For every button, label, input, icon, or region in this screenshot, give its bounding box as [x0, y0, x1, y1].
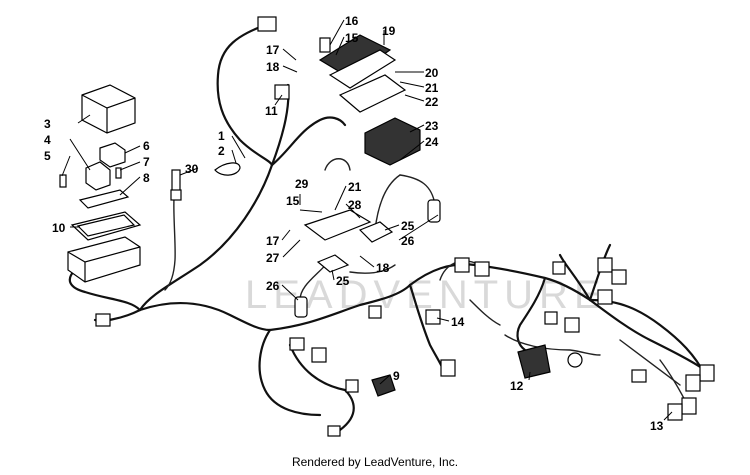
callout-26-low: 26 — [266, 279, 280, 293]
callout-17-top: 17 — [266, 43, 280, 57]
callout-1: 1 — [218, 129, 225, 143]
callout-15-mid: 15 — [286, 194, 300, 208]
callout-8: 8 — [143, 171, 150, 185]
callout-11: 11 — [265, 104, 278, 118]
callout-24: 24 — [425, 135, 439, 149]
callout-numbers: 1 2 3 4 5 6 7 8 10 9 11 12 13 14 16 15 1… — [44, 14, 664, 433]
callout-25-low: 25 — [336, 274, 350, 288]
fuse — [59, 174, 67, 188]
relay-socket — [517, 344, 551, 379]
connector-top — [257, 16, 277, 32]
callout-7: 7 — [143, 155, 150, 169]
relay-small — [99, 142, 126, 168]
callout-30: 30 — [185, 162, 199, 176]
sensor-connector — [319, 37, 331, 53]
terminal-boot-26b — [294, 296, 308, 318]
starter-relay-lower — [316, 254, 350, 273]
fuse-box — [67, 236, 141, 283]
connector-right-3 — [611, 269, 627, 285]
callout-5: 5 — [44, 149, 51, 163]
callout-21-top: 21 — [425, 81, 439, 95]
callout-18-mid: 18 — [376, 261, 390, 275]
connector-mid-5 — [289, 337, 305, 351]
connector-mid-7 — [345, 379, 359, 393]
callout-6: 6 — [143, 139, 150, 153]
connector-right-7 — [631, 369, 647, 383]
connector-right-6 — [544, 311, 558, 325]
connector-mid-6 — [440, 359, 456, 377]
callout-14: 14 — [451, 315, 465, 329]
connector-right-5 — [564, 317, 580, 333]
connector-right-2 — [597, 257, 613, 273]
voltage-regulator — [364, 117, 421, 166]
connector-right-4 — [597, 289, 613, 305]
connector-13b — [685, 374, 701, 392]
fuse-small — [115, 167, 122, 179]
callout-2: 2 — [218, 144, 225, 158]
callout-21-mid: 21 — [348, 180, 362, 194]
callout-25-mid: 25 — [401, 219, 415, 233]
callout-18-top: 18 — [266, 60, 280, 74]
connector-9 — [371, 374, 396, 397]
terminal-boot-26a — [427, 199, 441, 223]
connector-mid-1 — [454, 257, 470, 273]
ecu-module — [318, 34, 407, 113]
connector-mid-4 — [311, 347, 327, 363]
connector-mid-3 — [368, 305, 382, 319]
callout-22: 22 — [425, 95, 439, 109]
wire-clamp — [324, 158, 351, 171]
mount-bracket — [303, 209, 372, 241]
callout-4: 4 — [44, 133, 51, 147]
render-credit: Rendered by LeadVenture, Inc. — [291, 455, 459, 469]
callout-3: 3 — [44, 117, 51, 131]
callout-9: 9 — [393, 369, 400, 383]
callout-12: 12 — [510, 379, 524, 393]
callout-17-mid: 17 — [266, 234, 280, 248]
connector-mid-2 — [474, 261, 490, 277]
connector-13a — [699, 364, 715, 382]
callout-10: 10 — [52, 221, 66, 235]
callout-28: 28 — [348, 198, 362, 212]
relay-main — [85, 161, 111, 191]
connector-13c — [681, 397, 697, 415]
fuse-label — [78, 189, 130, 209]
connector-14 — [425, 309, 441, 325]
callout-19: 19 — [382, 24, 396, 38]
connector-13d — [667, 403, 683, 421]
starter-relay — [358, 221, 394, 243]
fuse-holder — [567, 352, 583, 368]
callout-27: 27 — [266, 251, 280, 265]
callout-20: 20 — [425, 66, 439, 80]
callout-16: 16 — [345, 14, 359, 28]
ground-eyelet — [327, 425, 341, 437]
callout-13: 13 — [650, 419, 664, 433]
o2-sensor — [170, 169, 182, 201]
callout-26-mid: 26 — [401, 234, 415, 248]
callout-15-top: 15 — [345, 31, 359, 45]
callout-29: 29 — [295, 177, 309, 191]
connector-11 — [274, 84, 290, 100]
ground-terminal — [214, 162, 241, 176]
connector-left — [95, 313, 111, 327]
connector-right-1 — [552, 261, 566, 275]
callout-23: 23 — [425, 119, 439, 133]
relay-cover — [81, 84, 136, 134]
leader-lines — [61, 19, 673, 421]
